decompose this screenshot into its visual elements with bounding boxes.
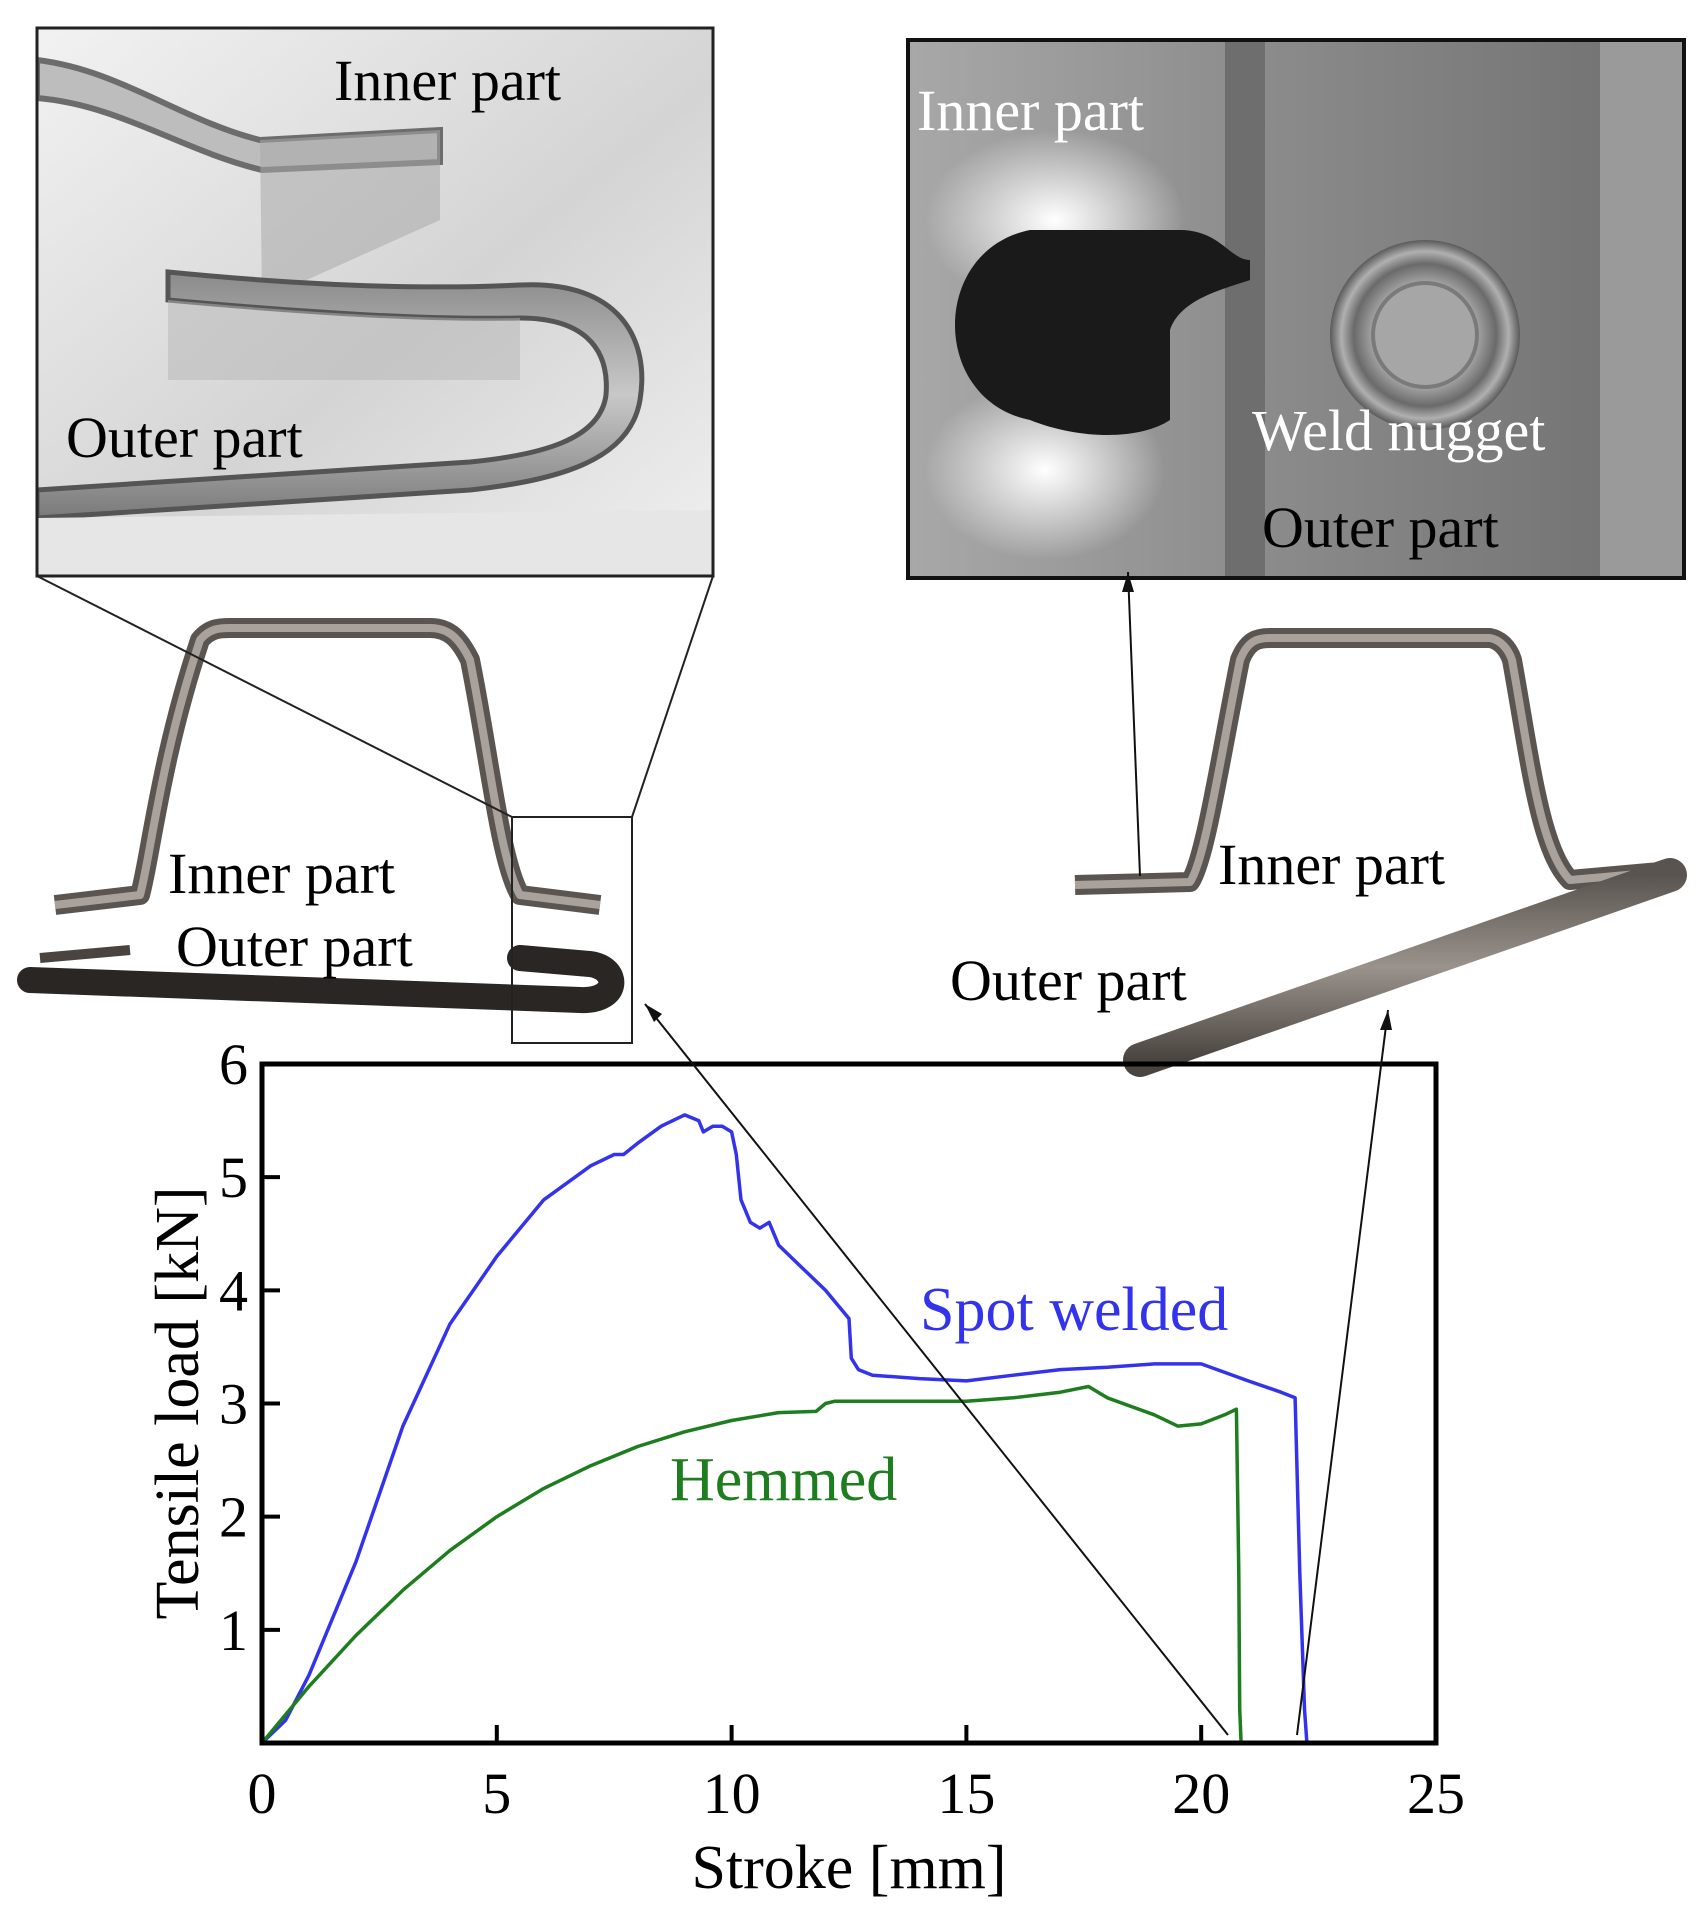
x-tick-label: 10 — [703, 1761, 761, 1826]
hemmed-closeup-inner-label: Inner part — [334, 48, 561, 113]
weld-nugget-label: Weld nugget — [1252, 398, 1545, 463]
hemmed-specimen-photo: Inner part Outer part — [17, 575, 714, 1044]
hemmed-specimen-inner-label: Inner part — [168, 841, 395, 906]
welded-specimen-photo: Inner part Outer part — [950, 628, 1687, 1077]
weld-closeup-outer-label: Outer part — [1262, 495, 1499, 560]
y-tick-label: 2 — [219, 1485, 248, 1550]
pointer-arrows — [644, 571, 1392, 1736]
hemmed-series-label: Hemmed — [670, 1446, 897, 1514]
x-tick-label: 20 — [1172, 1761, 1230, 1826]
hemmed-specimen-outer-label: Outer part — [176, 914, 413, 979]
hemmed-series-line — [260, 1384, 1243, 1745]
x-axis-label: Stroke [mm] — [691, 1834, 1006, 1902]
weld-closeup-inner-label: Inner part — [917, 78, 1144, 143]
plot-frame — [259, 1061, 1439, 1746]
tensile-load-chart: 0 5 10 15 20 25 1 2 3 4 5 6 Stroke [mm] Tensile loa… — [144, 1032, 1465, 1902]
hemmed-closeup-outer-label: Outer part — [66, 405, 303, 470]
welded-specimen-inner-label: Inner part — [1218, 832, 1445, 897]
y-axis-label: Tensile load [kN] — [144, 1187, 212, 1620]
y-tick-label: 4 — [219, 1258, 248, 1323]
x-tick-label: 15 — [937, 1761, 995, 1826]
y-tick-label: 6 — [219, 1032, 248, 1097]
y-tick-label: 1 — [219, 1598, 248, 1663]
x-tick-label: 25 — [1407, 1761, 1465, 1826]
weld-closeup-photo: Inner part Weld nugget Outer part — [906, 38, 1686, 580]
welded-specimen-outer-label: Outer part — [950, 948, 1187, 1013]
x-tick-label: 5 — [482, 1761, 511, 1826]
y-tick-label: 5 — [219, 1145, 248, 1210]
spot-welded-series-line — [260, 1113, 1309, 1745]
x-tick-label: 0 — [248, 1761, 277, 1826]
spot-welded-series-label: Spot welded — [920, 1276, 1228, 1344]
y-tick-label: 3 — [219, 1372, 248, 1437]
hemmed-closeup-photo: Inner part Outer part — [35, 26, 715, 578]
